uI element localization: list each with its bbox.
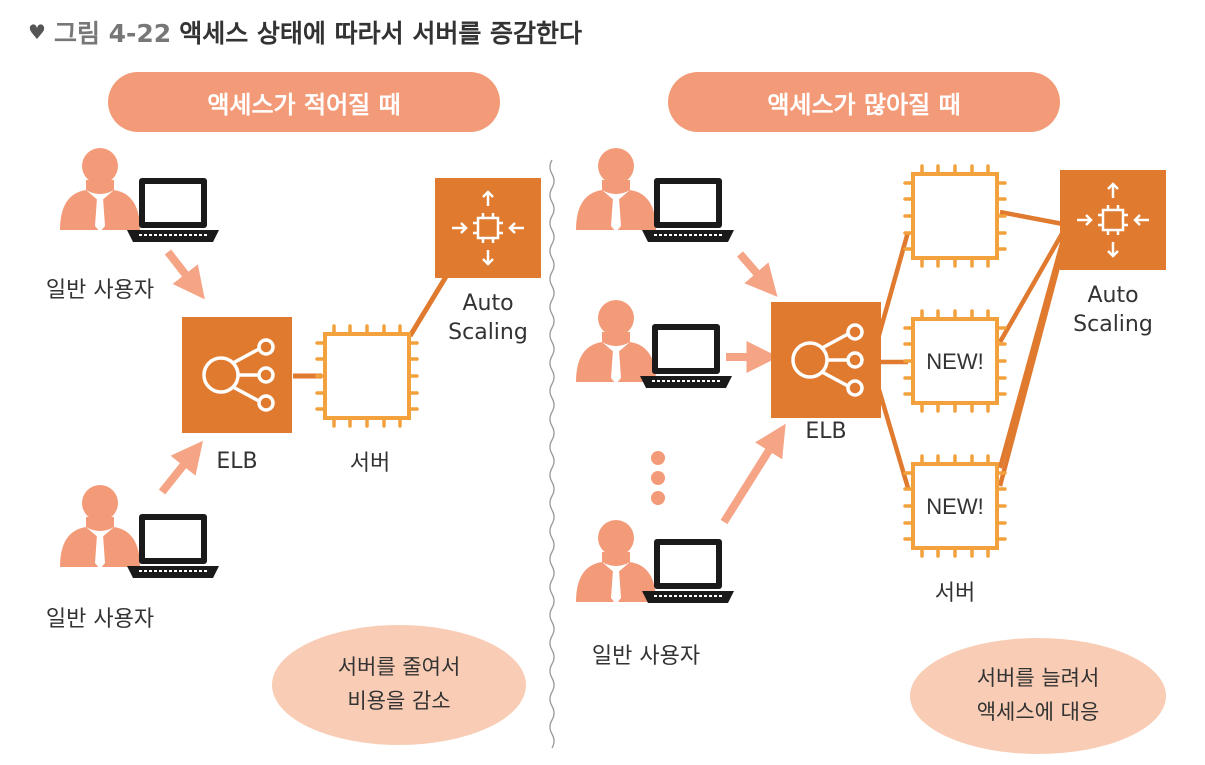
figure-caption: ♥ 그림 4-22 액세스 상태에 따라서 서버를 증감한다 xyxy=(28,14,582,50)
person-icon xyxy=(60,148,140,232)
auto-scaling-label: Auto Scaling xyxy=(1073,282,1153,339)
user-label: 일반 사용자 xyxy=(591,644,701,669)
server-chip-icon xyxy=(903,164,1007,268)
laptop-icon xyxy=(126,177,220,243)
person-icon xyxy=(576,300,656,384)
laptop-icon xyxy=(126,513,220,579)
panel-divider xyxy=(549,159,555,749)
elb-label: ELB xyxy=(216,449,258,474)
right-panel-header: 액세스가 많아질 때 xyxy=(668,72,1060,132)
user-label: 일반 사용자 xyxy=(45,607,155,632)
server-label: 서버 xyxy=(934,581,976,606)
person-icon xyxy=(60,485,140,569)
figure-title: 액세스 상태에 따라서 서버를 증감한다 xyxy=(179,19,583,48)
left-note-line2: 비용을 감소 xyxy=(347,689,451,713)
server-label: 서버 xyxy=(349,451,391,476)
ellipsis-dots xyxy=(651,451,665,505)
new-server-label: NEW! xyxy=(926,494,983,519)
user-label: 일반 사용자 xyxy=(45,278,155,303)
left-note-line1: 서버를 줄여서 xyxy=(337,655,461,680)
heart-icon: ♥ xyxy=(28,20,46,44)
figure-number: 그림 4-22 xyxy=(53,19,172,48)
laptop-icon xyxy=(641,177,735,243)
elb-icon xyxy=(180,315,294,435)
auto-scaling-label-line1: Auto xyxy=(1087,283,1139,308)
right-note: 서버를 늘려서 액세스에 대응 xyxy=(910,638,1166,754)
left-arrows xyxy=(158,249,205,495)
right-note-line1: 서버를 늘려서 xyxy=(976,666,1100,691)
left-panel-header: 액세스가 적어질 때 xyxy=(108,72,500,132)
new-server-label: NEW! xyxy=(926,349,983,374)
laptop-icon xyxy=(641,538,735,604)
server-chip-icon xyxy=(315,324,419,428)
elb-icon xyxy=(769,300,883,420)
laptop-icon xyxy=(639,323,733,389)
right-arrows xyxy=(720,251,786,525)
elb-label: ELB xyxy=(805,419,847,444)
auto-scaling-label-line2: Scaling xyxy=(448,319,528,345)
person-icon xyxy=(576,148,656,232)
auto-scaling-icon xyxy=(1058,168,1168,272)
auto-scaling-label-line2: Scaling xyxy=(1073,311,1153,337)
left-note: 서버를 줄여서 비용을 감소 xyxy=(272,625,526,745)
auto-scaling-label-line1: Auto xyxy=(462,291,514,316)
auto-scaling-icon xyxy=(433,176,543,280)
right-note-line2: 액세스에 대응 xyxy=(976,700,1100,724)
auto-scaling-label: Auto Scaling xyxy=(448,290,528,347)
